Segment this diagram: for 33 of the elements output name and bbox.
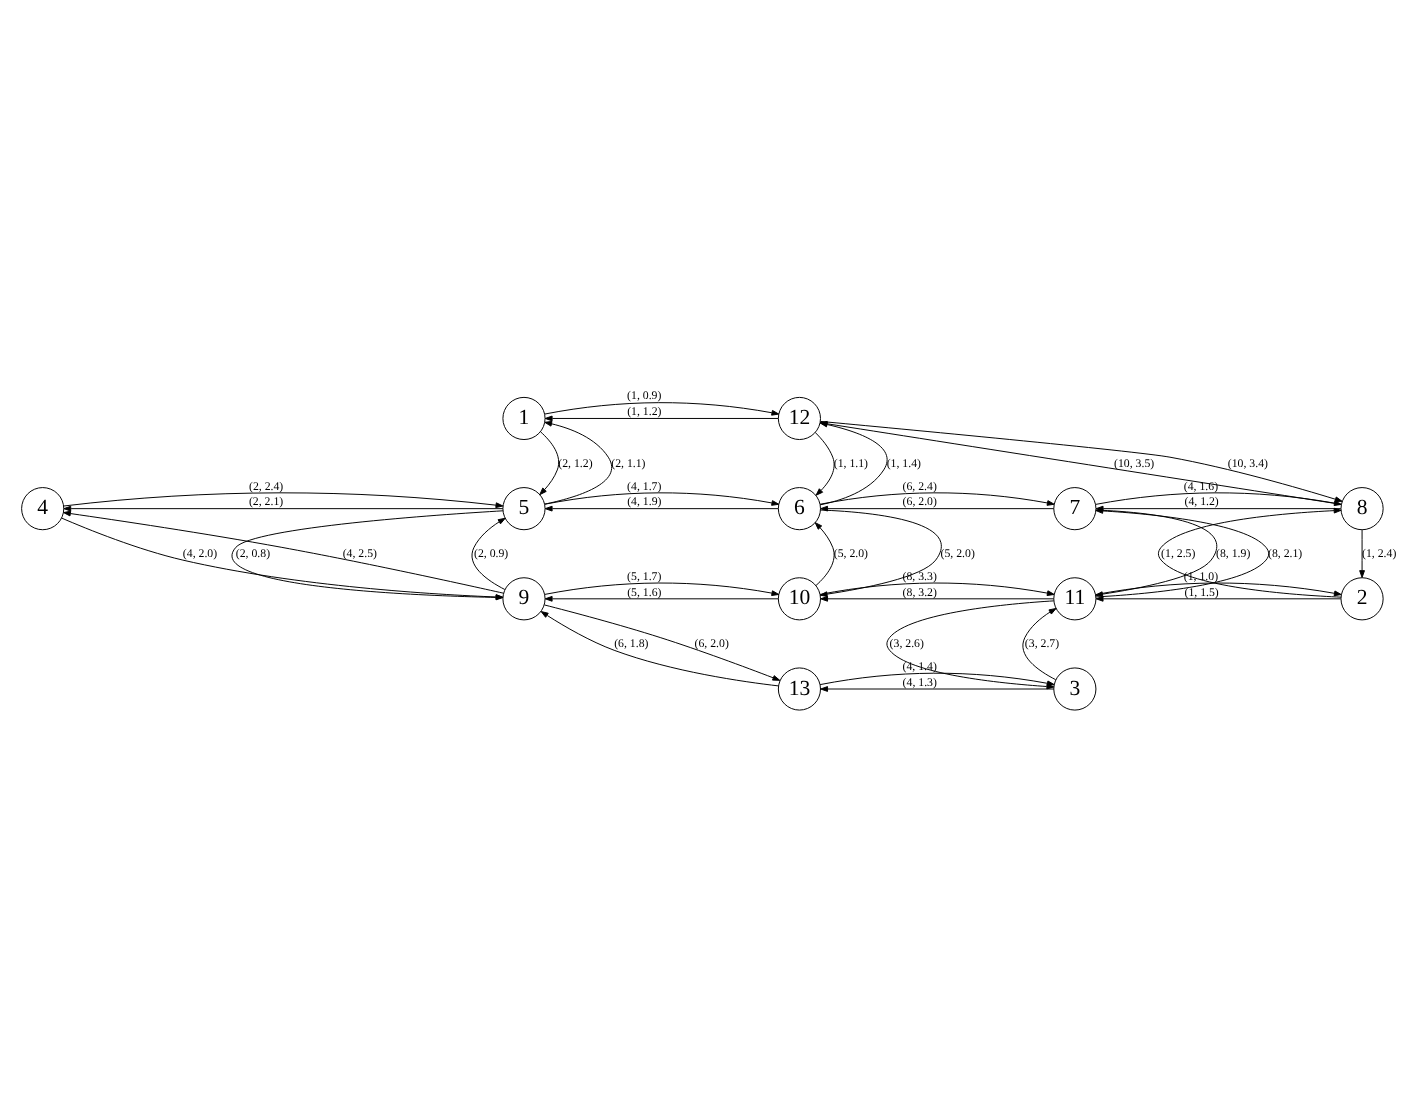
node-circle: 3 xyxy=(1053,667,1097,711)
arrow xyxy=(471,517,506,590)
arrow xyxy=(544,582,780,596)
arrow xyxy=(1359,529,1365,578)
arrow xyxy=(820,595,1055,602)
node-circle: 9 xyxy=(502,577,546,621)
arrow xyxy=(544,492,780,506)
node-circle: 12 xyxy=(777,396,821,441)
arrow xyxy=(819,492,1055,506)
node-circle: 2 xyxy=(1340,577,1384,621)
arrow xyxy=(544,402,780,416)
arrow xyxy=(544,505,779,512)
arrow xyxy=(1022,607,1057,681)
arrow xyxy=(820,686,1055,692)
arrow xyxy=(63,492,504,509)
arrow xyxy=(544,420,613,505)
arrow xyxy=(544,595,779,602)
arrow xyxy=(1157,507,1342,598)
arrow xyxy=(544,415,779,422)
node-circle: 13 xyxy=(777,667,821,711)
node-circle: 11 xyxy=(1053,577,1097,621)
node-circle: 7 xyxy=(1053,487,1097,531)
node-circle: 8 xyxy=(1340,487,1384,531)
arrow xyxy=(63,505,504,512)
arrow xyxy=(820,505,1055,512)
node-circle: 10 xyxy=(777,577,821,621)
node-circle: 4 xyxy=(21,487,65,531)
arrow xyxy=(539,431,560,496)
arrow xyxy=(819,672,1055,687)
arrow xyxy=(814,522,835,586)
arrow xyxy=(1095,595,1342,602)
node-circle: 1 xyxy=(502,396,546,441)
arrow xyxy=(814,431,835,496)
